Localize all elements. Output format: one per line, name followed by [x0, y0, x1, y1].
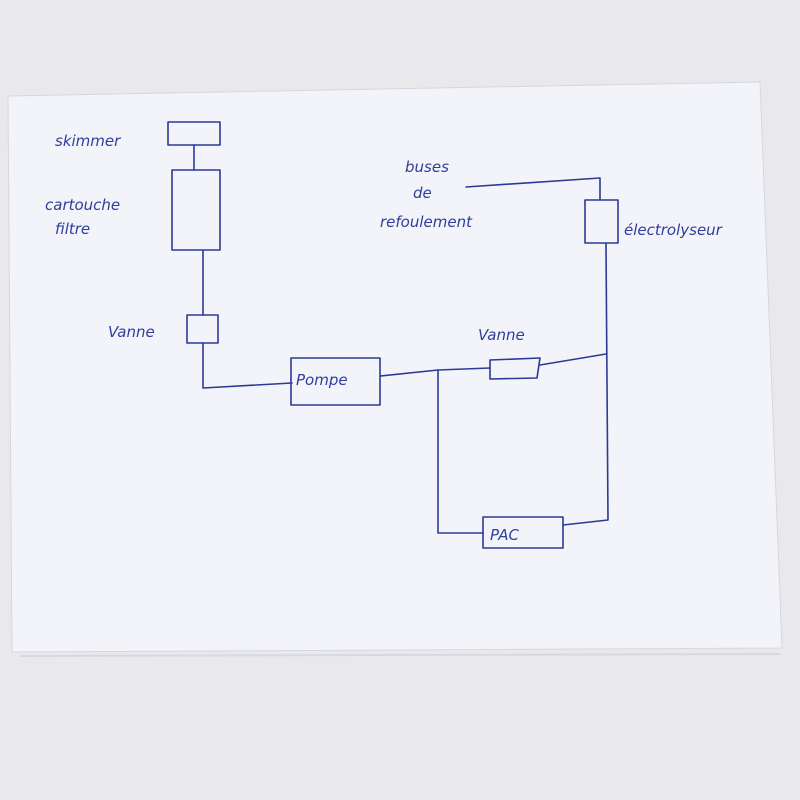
vanne-right-box	[489, 357, 541, 380]
pac-box	[482, 516, 564, 549]
pac-label: PAC	[490, 526, 520, 544]
pipe	[202, 342, 293, 389]
cartouche-label: cartouche	[45, 196, 120, 214]
vanne-right-label: Vanne	[478, 326, 525, 344]
vanne-left-label: Vanne	[108, 323, 155, 341]
pipe	[465, 177, 601, 201]
cartouche-filtre-box	[171, 169, 221, 251]
de-label: de	[413, 184, 432, 202]
electrolyseur-label: électrolyseur	[624, 221, 723, 239]
filtre-label: filtre	[55, 220, 90, 238]
pompe-label: Pompe	[296, 371, 348, 389]
pompe-box	[290, 357, 381, 406]
pipe	[539, 353, 607, 366]
pipe	[562, 243, 609, 526]
paper-sheet	[7, 81, 783, 653]
pipe	[437, 369, 484, 534]
buses-label: buses	[405, 158, 449, 176]
skimmer-label: skimmer	[55, 132, 121, 150]
electrolyseur-box	[584, 199, 619, 244]
refoulement-label: refoulement	[380, 213, 473, 231]
